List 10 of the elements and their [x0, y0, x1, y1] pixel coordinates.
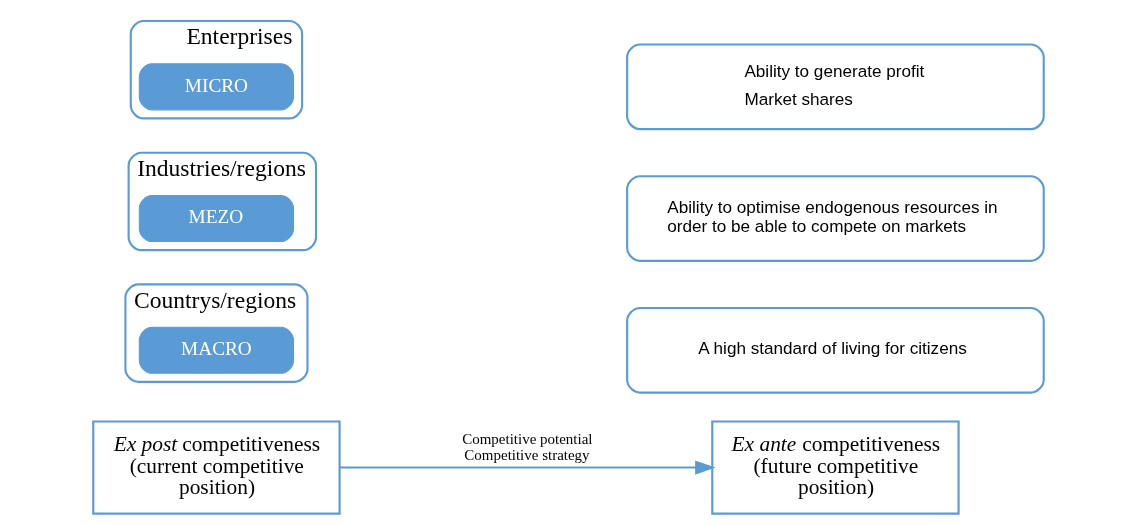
node-box: A high standard of living for citizens — [625, 306, 1045, 394]
node-box: Ability to generate profit Market shares — [625, 43, 1045, 131]
edge-label: Competitive potential Competitive strategy — [461, 431, 592, 464]
node-box: Ex post competitiveness (current competitive position) — [91, 420, 341, 515]
node-box: Ex ante competitiveness (future competitive position) — [710, 420, 960, 515]
node-box: MICRO — [138, 63, 294, 111]
node-box: Ability to optimise endogenous resources in order to be able to compete on markets — [625, 175, 1045, 262]
arrow — [339, 460, 715, 475]
node-box: MACRO — [138, 326, 294, 374]
node-box: MEZO — [138, 195, 294, 243]
